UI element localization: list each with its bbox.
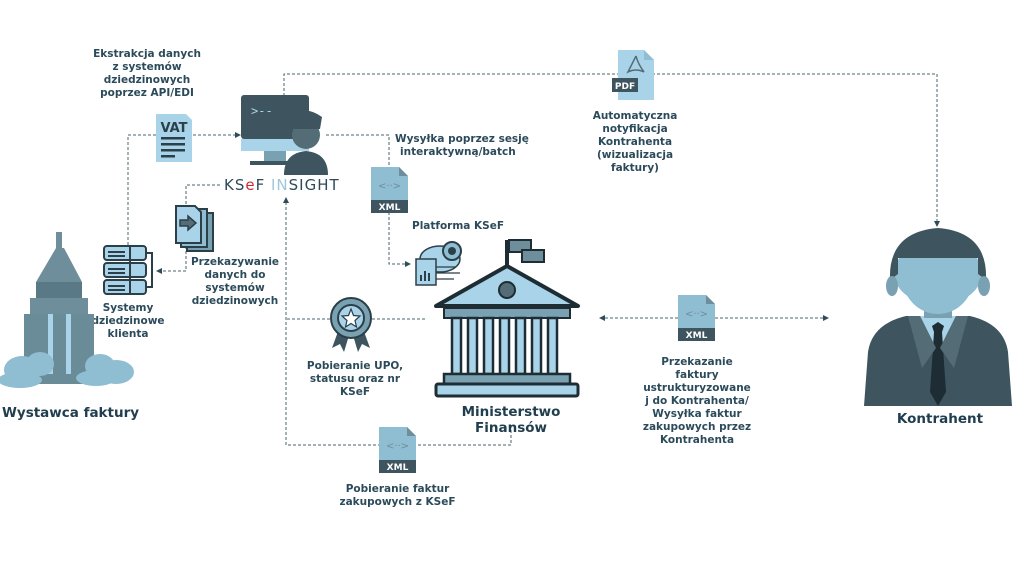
label-line: dziedzinowych	[191, 295, 279, 307]
label-line: dziedzinowe	[91, 315, 165, 327]
label-line: poprzez API/EDI	[100, 87, 194, 99]
computer-user-icon: >--	[241, 95, 328, 175]
xml-text: XML	[379, 203, 401, 213]
xml-file-icon-send: XML <··>	[371, 167, 408, 213]
svg-text:<··>: <··>	[378, 181, 401, 192]
pdf-text: PDF	[615, 82, 635, 92]
pdf-file-icon: PDF	[612, 50, 654, 100]
label-line: Przekazanie	[661, 356, 733, 368]
xml-file-icon-purchase: XML <··>	[379, 427, 416, 473]
svg-text:>--: >--	[251, 104, 273, 118]
label-line: Automatyczna	[592, 110, 678, 122]
label-client-systems: Systemy dziedzinowe klienta	[88, 302, 168, 341]
brand-sight: SIGHT	[288, 176, 340, 194]
label-line: Wysyłka poprzez sesję	[395, 133, 529, 145]
brand-f: F	[255, 176, 271, 194]
award-badge-icon	[330, 297, 372, 352]
svg-text:<··>: <··>	[685, 309, 708, 320]
skyscraper-icon	[0, 232, 134, 388]
ksef-insight-logo: KSeF INSIGHT	[224, 176, 340, 194]
businessman-icon	[864, 228, 1012, 406]
label-line: klienta	[107, 328, 149, 340]
label-contractor: Kontrahent	[896, 411, 984, 427]
label-line: z systemów	[112, 61, 182, 73]
label-line: danych do	[204, 269, 266, 281]
label-line: dziedzinowych	[103, 74, 191, 86]
vat-text: VAT	[160, 121, 187, 136]
file-transfer-icon	[175, 205, 214, 252]
label-send: Wysyłka poprzez sesję interaktywną/batch	[395, 133, 545, 159]
label-purchase: Pobieranie faktur zakupowych z KSeF	[330, 483, 465, 509]
flow-line-purchase	[286, 425, 512, 446]
label-line: Przekazywanie	[190, 256, 280, 268]
xml-file-icon-exchange: XML <··>	[678, 295, 715, 341]
brand-in: IN	[271, 176, 289, 194]
vat-document-icon: VAT	[156, 114, 192, 162]
brand-e: e	[245, 176, 256, 194]
label-line: Pobieranie UPO,	[306, 360, 404, 372]
label-line: interaktywną/batch	[400, 146, 516, 158]
label-extraction: Ekstrakcja danych z systemów dziedzinowy…	[92, 48, 202, 100]
label-exchange: Przekazanie faktury ustrukturyzowane j d…	[642, 356, 752, 447]
brand-ks: KS	[224, 176, 246, 194]
label-line: faktury	[675, 369, 719, 381]
svg-text:<··>: <··>	[386, 441, 409, 452]
government-building-icon	[434, 239, 580, 398]
xml-text: XML	[686, 331, 708, 341]
label-transfer: Przekazywanie danych do systemów dziedzi…	[185, 256, 285, 308]
label-line: Kontrahenta	[659, 434, 735, 446]
label-line: zakupowych z KSeF	[339, 496, 456, 508]
label-line: Ekstrakcja danych	[93, 48, 201, 60]
label-issuer: Wystawca faktury	[2, 405, 140, 421]
label-upo: Pobieranie UPO, statusu oraz nr KSeF	[300, 360, 410, 399]
label-line: Wysyłka faktur	[652, 408, 742, 420]
label-notify: Automatyczna notyfikacja Kontrahenta (wi…	[585, 110, 685, 175]
label-line: Pobieranie faktur	[345, 483, 450, 495]
label-line: j do Kontrahenta/	[645, 395, 749, 407]
label-line: Systemy	[102, 302, 154, 314]
label-line: Kontrahenta	[597, 136, 673, 148]
label-line: ustrukturyzowane	[643, 382, 751, 394]
label-line: KSeF	[340, 386, 370, 398]
label-line: notyfikacja	[602, 123, 668, 135]
label-platform: Platforma KSeF	[412, 220, 505, 232]
flow-line-notify	[283, 73, 940, 227]
label-line: (wizualizacja	[596, 149, 674, 161]
xml-text: XML	[387, 463, 409, 473]
flow-line-extraction	[127, 132, 241, 245]
label-line: statusu oraz nr	[309, 373, 401, 385]
label-line: faktury)	[611, 162, 659, 174]
cloud-gear-icon	[415, 241, 462, 286]
label-line: zakupowych przez	[642, 421, 752, 433]
label-ministry: Ministerstwo Finansów	[461, 404, 561, 436]
label-line: systemów	[205, 282, 265, 294]
server-icon	[103, 245, 153, 295]
